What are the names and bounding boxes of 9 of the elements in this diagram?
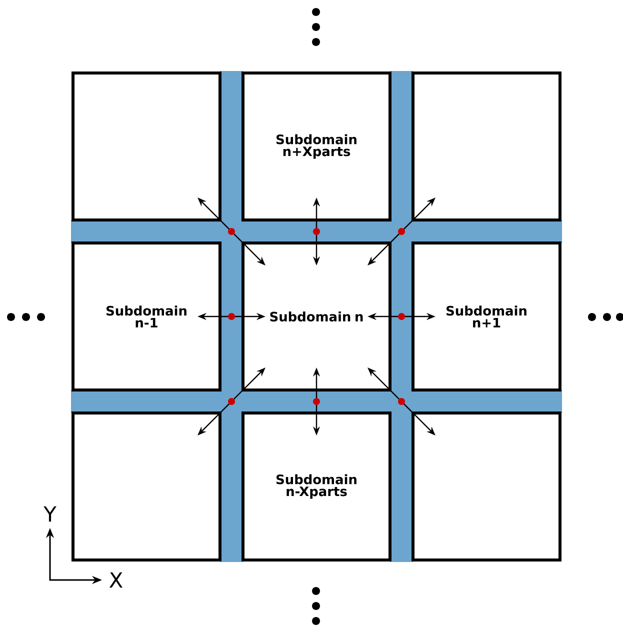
empty-box [72,412,222,562]
subdomain-box: Subdomain n-Xparts [242,412,392,562]
subdomain-box: Subdomain n-1 [72,242,222,392]
subdomain-box: Subdomain n+Xparts [242,72,392,222]
empty-box [412,72,562,222]
empty-box [72,72,222,222]
empty-box [412,412,562,562]
subdomain-box: Subdomain n [242,242,392,392]
subdomain-box: Subdomain n+1 [412,242,562,392]
